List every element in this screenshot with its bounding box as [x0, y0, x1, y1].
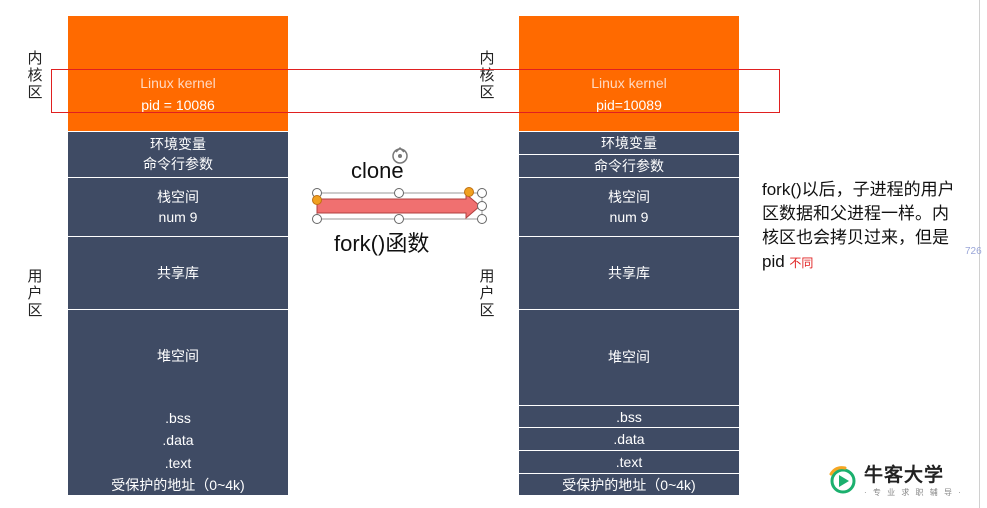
left-text-label: .text	[164, 455, 192, 471]
brand-name: 牛客大学	[864, 465, 945, 486]
left-bss-segment: .bss	[68, 407, 288, 429]
right-divider	[519, 450, 739, 451]
left-env-segment: 环境变量 命令行参数	[68, 132, 288, 176]
right-kernel-pid: pid=10089	[596, 96, 662, 113]
left-bss-label: .bss	[165, 410, 191, 426]
right-data-label: .data	[613, 431, 645, 447]
left-text-segment: .text	[68, 452, 288, 474]
left-shared-lib-segment: 共享库	[68, 237, 288, 309]
right-bss-segment: .bss	[519, 406, 739, 427]
right-env-segment: 环境变量	[519, 132, 739, 154]
left-heap-label: 堆空间	[157, 348, 199, 364]
brand-logo: 牛客大学 · 专 业 求 职 辅 导 ·	[828, 460, 963, 498]
right-shared-lib-segment: 共享库	[519, 237, 739, 309]
right-divider	[519, 236, 739, 237]
right-user-space: 环境变量 命令行参数 栈空间 num 9 共享库 堆空间 .bss .data …	[519, 132, 739, 495]
right-stack-num: num 9	[609, 209, 649, 225]
right-divider	[519, 473, 739, 474]
right-bss-label: .bss	[616, 408, 642, 425]
clone-label: clone	[351, 158, 404, 183]
right-divider	[519, 405, 739, 406]
left-protected-segment: 受保护的地址（0~4k)	[68, 474, 288, 495]
note-emphasis-text: 不同	[789, 256, 814, 270]
left-kernel-side-label: 内核区	[27, 50, 43, 101]
left-kernel-pid: pid = 10086	[141, 96, 215, 113]
right-user-side-label: 用户区	[479, 268, 495, 319]
left-data-label: .data	[162, 432, 194, 448]
left-stack-num: num 9	[158, 209, 198, 225]
arrow-body	[316, 192, 481, 220]
right-shared-lib-label: 共享库	[608, 265, 650, 281]
left-divider	[68, 309, 288, 310]
left-kernel-title: Linux kernel	[140, 74, 216, 91]
right-heap-label: 堆空间	[608, 349, 650, 365]
right-text-label: .text	[615, 454, 643, 470]
left-kernel-block: Linux kernel pid = 10086	[68, 16, 288, 131]
right-stack-segment: 栈空间 num 9	[519, 178, 739, 236]
left-heap-segment: 堆空间	[68, 310, 288, 402]
right-kernel-side-label: 内核区	[479, 50, 495, 101]
right-data-segment: .data	[519, 428, 739, 450]
right-divider	[519, 154, 739, 155]
right-env-label: 环境变量	[601, 135, 657, 151]
left-protected-label: 受保护的地址（0~4k)	[111, 476, 245, 493]
fork-label: fork()函数	[334, 231, 430, 256]
play-logo-icon	[829, 466, 856, 494]
fork-explanation-note: fork()以后，子进程的用户区数据和父进程一样。内核区也会拷贝过来，但是 pi…	[762, 178, 962, 275]
adjust-handle-icon[interactable]	[312, 187, 474, 205]
left-env-label: 环境变量	[150, 136, 206, 152]
right-args-label: 命令行参数	[594, 158, 664, 174]
resize-handle-icon[interactable]	[312, 188, 487, 224]
right-text-segment: .text	[519, 451, 739, 473]
left-divider	[68, 236, 288, 237]
kernel-highlight-box	[51, 69, 780, 113]
edge-number: 726	[965, 246, 982, 257]
right-protected-segment: 受保护的地址（0~4k)	[519, 474, 739, 495]
left-data-segment: .data	[68, 429, 288, 451]
left-divider	[68, 177, 288, 178]
right-kernel-block: Linux kernel pid=10089	[519, 16, 739, 131]
right-stack-label: 栈空间	[608, 189, 650, 205]
left-stack-label: 栈空间	[157, 189, 199, 205]
right-args-segment: 命令行参数	[519, 155, 739, 177]
fork-arrow[interactable]	[308, 140, 492, 230]
brand-tagline: · 专 业 求 职 辅 导 ·	[864, 488, 963, 497]
right-protected-label: 受保护的地址（0~4k)	[562, 476, 696, 493]
left-user-space: 环境变量 命令行参数 栈空间 num 9 共享库 堆空间 .bss .data …	[68, 132, 288, 495]
right-heap-segment: 堆空间	[519, 310, 739, 404]
slide-edge-divider	[979, 0, 980, 508]
left-stack-segment: 栈空间 num 9	[68, 178, 288, 236]
right-divider	[519, 427, 739, 428]
left-user-side-label: 用户区	[27, 268, 43, 319]
right-divider	[519, 177, 739, 178]
note-main-text: fork()以后，子进程的用户区数据和父进程一样。内核区也会拷贝过来，但是 pi…	[762, 180, 955, 271]
right-kernel-title: Linux kernel	[591, 74, 667, 91]
rotate-handle-icon[interactable]	[392, 146, 408, 164]
right-divider	[519, 309, 739, 310]
left-args-label: 命令行参数	[143, 156, 213, 172]
left-shared-lib-label: 共享库	[157, 265, 199, 281]
